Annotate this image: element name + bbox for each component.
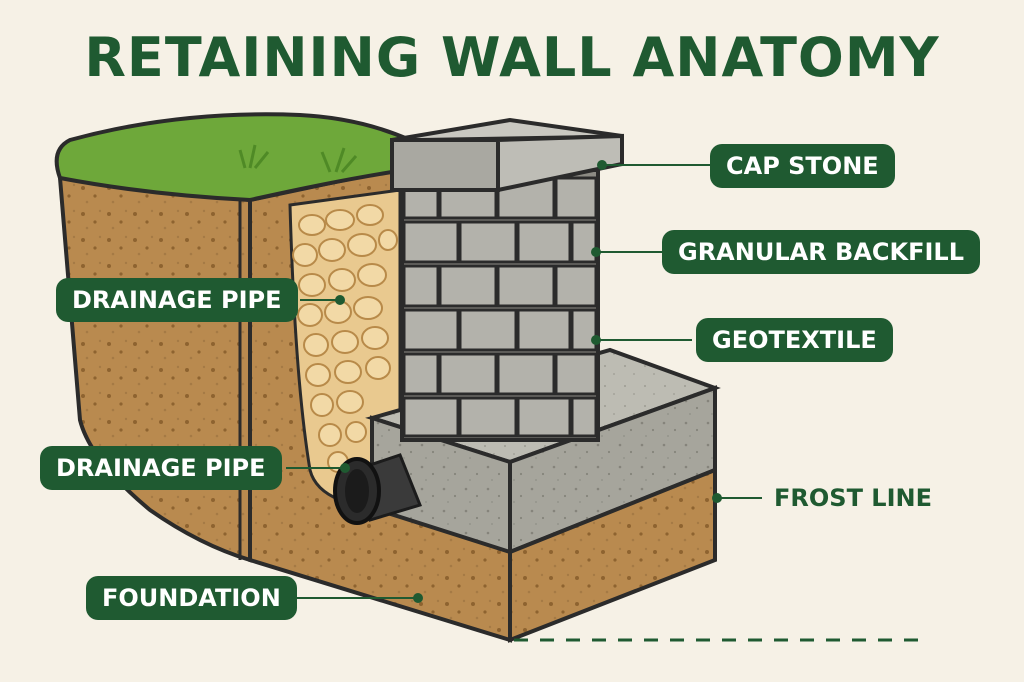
label-granular-backfill: GRANULAR BACKFILL [662,230,981,274]
label-drainage-pipe-upper: DRAINAGE PIPE [56,278,298,322]
grass-layer [54,112,413,203]
grass-icon [238,144,358,173]
label-geotextile: GEOTEXTILE [696,318,893,362]
granular-backfill-area [288,188,402,502]
page-title: RETAINING WALL ANATOMY [84,26,940,89]
cap-stone-block [390,117,624,193]
block-wall [400,168,600,442]
leader-lines [286,160,762,603]
label-drainage-pipe-lower: DRAINAGE PIPE [40,446,282,490]
pipe-icon [333,453,423,525]
label-frost-line: FROST LINE [774,484,932,512]
label-foundation: FOUNDATION [86,576,297,620]
subsoil [508,467,717,643]
label-cap-stone: CAP STONE [710,144,895,188]
